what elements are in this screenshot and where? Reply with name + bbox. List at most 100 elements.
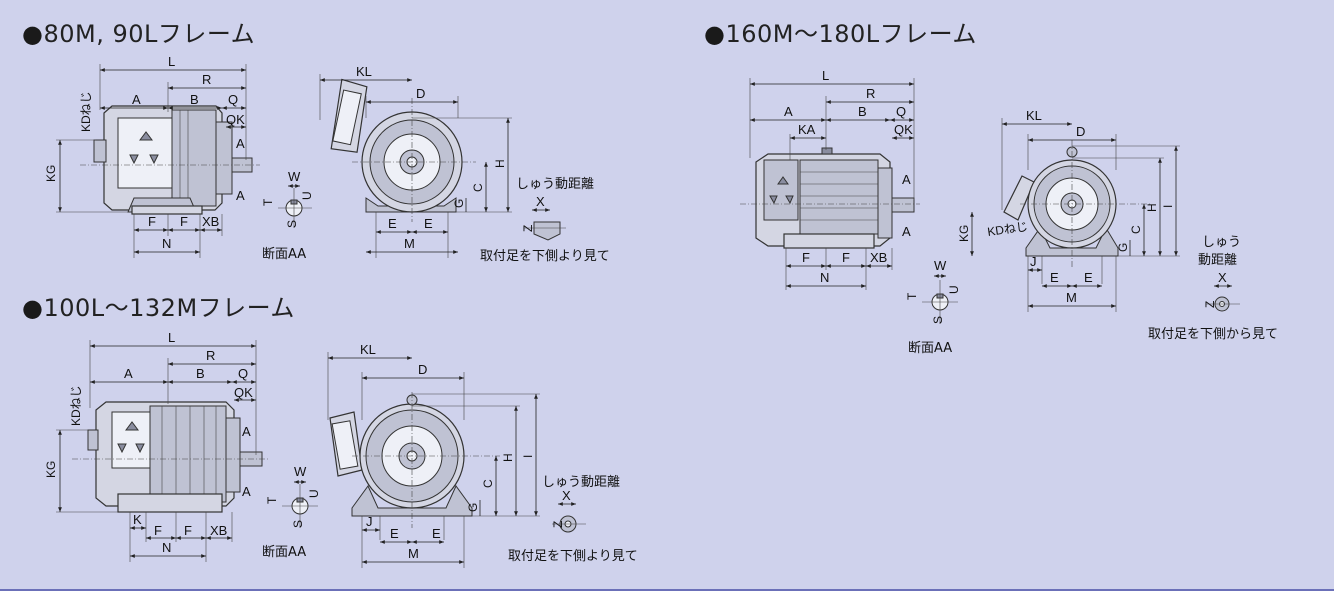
dim-label-f: F <box>180 214 188 229</box>
dim-label-x: X <box>1218 270 1227 285</box>
dim-label-kl: KL <box>356 64 372 79</box>
dim-label-w: W <box>934 258 947 273</box>
dim-label-r: R <box>206 348 215 363</box>
dim-label-n: N <box>162 540 171 555</box>
dim-label-b: B <box>196 366 205 381</box>
dim-label-w: W <box>294 464 307 479</box>
front-view-80m: KL D H C G しゅう動距離 E E M <box>319 64 594 258</box>
section-mark-a: A <box>902 172 911 187</box>
dim-label-f: F <box>184 523 192 538</box>
dim-label-h: H <box>493 159 507 168</box>
section-mark-a: A <box>242 424 251 439</box>
dim-label-m: M <box>1066 290 1077 305</box>
dim-label-q: Q <box>896 104 906 119</box>
section-title-160m-180l: ●160M〜180Lフレーム <box>704 20 977 48</box>
dim-label-l: L <box>168 54 175 69</box>
shaft-section-100l: W U T S 断面AA <box>262 464 321 560</box>
kd-screw-label: KDねじ <box>986 219 1028 239</box>
dim-label-f: F <box>154 523 162 538</box>
dim-label-r: R <box>202 72 211 87</box>
foot-detail-80m: X Z 取付足を下側より見て <box>480 194 610 264</box>
side-view-100l: L R A B Q QK A A KDねじ KG K <box>44 330 270 562</box>
caption-section-aa: 断面AA <box>262 545 306 560</box>
dim-label-x: X <box>536 194 545 209</box>
dim-label-z: Z <box>1203 301 1217 308</box>
section-mark-a: A <box>902 224 911 239</box>
dim-label-z: Z <box>551 521 565 528</box>
dim-label-g: G <box>452 199 466 208</box>
dim-label-k: K <box>133 512 142 527</box>
dim-label-a: A <box>132 92 141 107</box>
dim-label-g: G <box>466 503 480 512</box>
dim-label-d: D <box>418 362 427 377</box>
dim-label-u: U <box>947 285 961 294</box>
dim-label-z: Z <box>521 225 535 232</box>
dim-label-c: C <box>471 183 485 192</box>
section-title-100l-132m: ●100L〜132Mフレーム <box>22 294 295 322</box>
dim-label-qk: QK <box>226 112 245 127</box>
dim-label-t: T <box>905 292 919 300</box>
caption-sliding-distance-line1: しゅう <box>1202 235 1241 250</box>
dim-label-kg: KG <box>44 461 58 478</box>
dim-label-l: L <box>168 330 175 345</box>
dim-label-l: L <box>822 68 829 83</box>
dim-label-f: F <box>802 250 810 265</box>
caption-sliding-distance-line2: 動距離 <box>1198 253 1237 268</box>
dim-label-d: D <box>416 86 425 101</box>
foot-detail-160m: X Z 取付足を下側から見て <box>1148 270 1278 342</box>
dim-label-e: E <box>388 216 397 231</box>
caption-view-from-below: 取付足を下側より見て <box>480 249 610 264</box>
dim-label-kg: KG <box>44 165 58 182</box>
dim-label-i: I <box>521 455 535 458</box>
side-view-160m: L R A B Q KA QK A A F F <box>740 68 920 290</box>
dim-label-xb: XB <box>210 523 227 538</box>
dim-label-m: M <box>404 236 415 251</box>
dim-label-n: N <box>820 270 829 285</box>
mitsubishi-logo-icon <box>129 131 159 165</box>
section-mark-a: A <box>242 484 251 499</box>
mitsubishi-logo-icon <box>117 421 145 454</box>
dim-label-m: M <box>408 546 419 561</box>
dim-label-a: A <box>784 104 793 119</box>
caption-section-aa: 断面AA <box>908 341 952 356</box>
dim-label-t: T <box>265 496 279 504</box>
dim-label-q: Q <box>228 92 238 107</box>
dim-label-a: A <box>124 366 133 381</box>
dim-label-f: F <box>148 214 156 229</box>
dim-label-b: B <box>858 104 867 119</box>
dim-label-j: J <box>366 514 373 529</box>
section-mark-a: A <box>236 136 245 151</box>
front-view-100l: KL D I H C G しゅう動距離 J <box>327 342 620 568</box>
dim-label-e: E <box>1084 270 1093 285</box>
dim-label-b: B <box>190 92 199 107</box>
dim-label-u: U <box>300 191 314 200</box>
dim-label-i: I <box>1161 205 1175 208</box>
front-view-160m: KL D I H C G KG KDねじ <box>957 108 1241 312</box>
side-view-80m: L R A B Q QK A A KDねじ KG <box>44 54 260 258</box>
section-mark-a: A <box>236 188 245 203</box>
shaft-section-80m: W U T S 断面AA <box>261 169 314 262</box>
dim-label-c: C <box>481 479 495 488</box>
dim-label-h: H <box>501 453 515 462</box>
dim-label-r: R <box>866 86 875 101</box>
dim-label-h: H <box>1145 203 1159 212</box>
foot-detail-100l: X Z 取付足を下側より見て <box>508 488 638 564</box>
dim-label-w: W <box>288 169 301 184</box>
dim-label-n: N <box>162 236 171 251</box>
dim-label-kl: KL <box>1026 108 1042 123</box>
dim-label-d: D <box>1076 124 1085 139</box>
dim-label-kl: KL <box>360 342 376 357</box>
dim-label-s: S <box>291 520 305 528</box>
dim-label-e: E <box>1050 270 1059 285</box>
shaft-section-160m: W U T S 断面AA <box>905 258 961 356</box>
dim-label-xb: XB <box>870 250 887 265</box>
kd-screw-label: KDねじ <box>79 91 93 132</box>
caption-section-aa: 断面AA <box>262 247 306 262</box>
dim-label-ka: KA <box>798 122 816 137</box>
dim-label-f: F <box>842 250 850 265</box>
caption-view-from-below: 取付足を下側より見て <box>508 549 638 564</box>
dim-label-s: S <box>931 316 945 324</box>
dim-label-t: T <box>261 198 275 206</box>
